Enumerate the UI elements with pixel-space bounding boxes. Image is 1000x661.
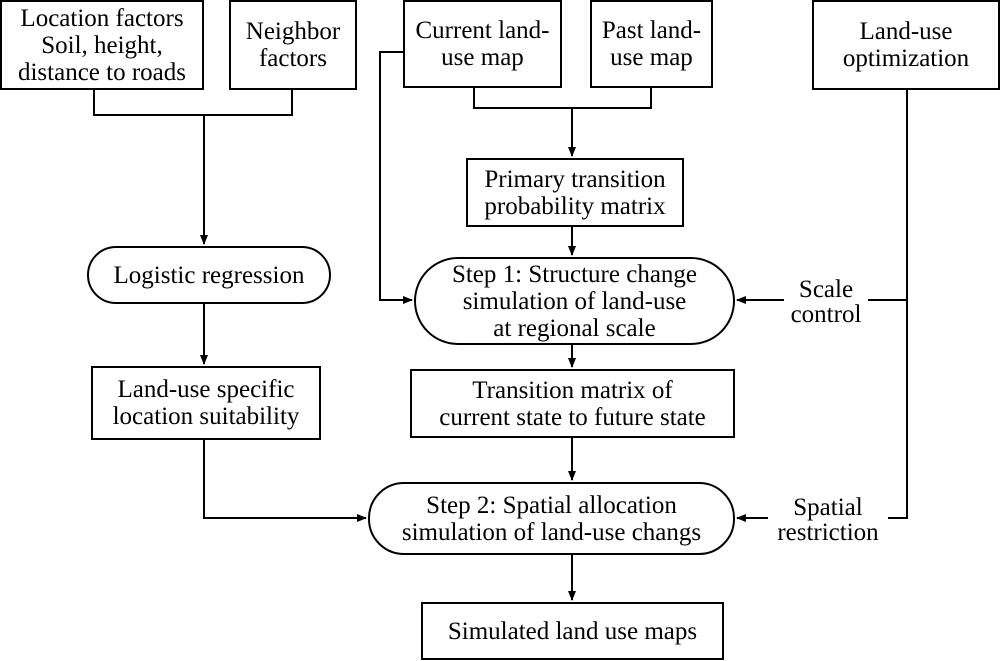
neighbor-factors-text: Neighbor factors: [245, 18, 341, 72]
simulated-land-use-maps-box: Simulated land use maps: [421, 602, 724, 660]
transition-matrix-text: Transition matrix of current state to fu…: [439, 376, 706, 431]
suitability-to-step2-arrow: [203, 440, 367, 522]
step2-spatial-allocation-box: Step 2: Spatial allocation simulation of…: [368, 482, 735, 555]
step2-spatial-allocation-text: Step 2: Spatial allocation simulation of…: [401, 491, 702, 546]
step1-structure-change-text: Step 1: Structure change simulation of l…: [451, 260, 698, 342]
scale-control-label: Scale control: [784, 277, 868, 327]
optimization-vertical-line: [866, 90, 908, 519]
factors-merge-line: [93, 90, 293, 116]
location-suitability-box: Land-use specific location suitability: [91, 366, 321, 440]
logistic-regression-box: Logistic regression: [87, 246, 331, 304]
neighbor-factors-box: Neighbor factors: [229, 0, 357, 90]
primary-transition-matrix-box: Primary transition probability matrix: [466, 158, 684, 227]
land-use-optimization-text: Land-use optimization: [842, 18, 970, 72]
maps-merge-line: [473, 88, 652, 109]
past-land-use-map-box: Past land- use map: [590, 0, 713, 88]
land-use-optimization-box: Land-use optimization: [812, 0, 1000, 90]
location-factors-text: Location factors Soil, height, distance …: [17, 4, 186, 86]
location-factors-box: Location factors Soil, height, distance …: [0, 0, 204, 90]
current-land-use-map-box: Current land- use map: [403, 0, 562, 88]
logistic-regression-text: Logistic regression: [113, 261, 305, 289]
current-land-use-map-text: Current land- use map: [415, 17, 550, 71]
transition-matrix-box: Transition matrix of current state to fu…: [410, 369, 735, 438]
simulated-land-use-maps-text: Simulated land use maps: [447, 617, 698, 645]
spatial-restriction-label: Spatial restriction: [768, 495, 888, 545]
step1-structure-change-box: Step 1: Structure change simulation of l…: [414, 257, 735, 345]
past-land-use-map-text: Past land- use map: [601, 17, 702, 71]
current-map-to-step1-arrow: [379, 51, 413, 304]
primary-transition-matrix-text: Primary transition probability matrix: [484, 165, 666, 220]
location-suitability-text: Land-use specific location suitability: [112, 376, 300, 430]
